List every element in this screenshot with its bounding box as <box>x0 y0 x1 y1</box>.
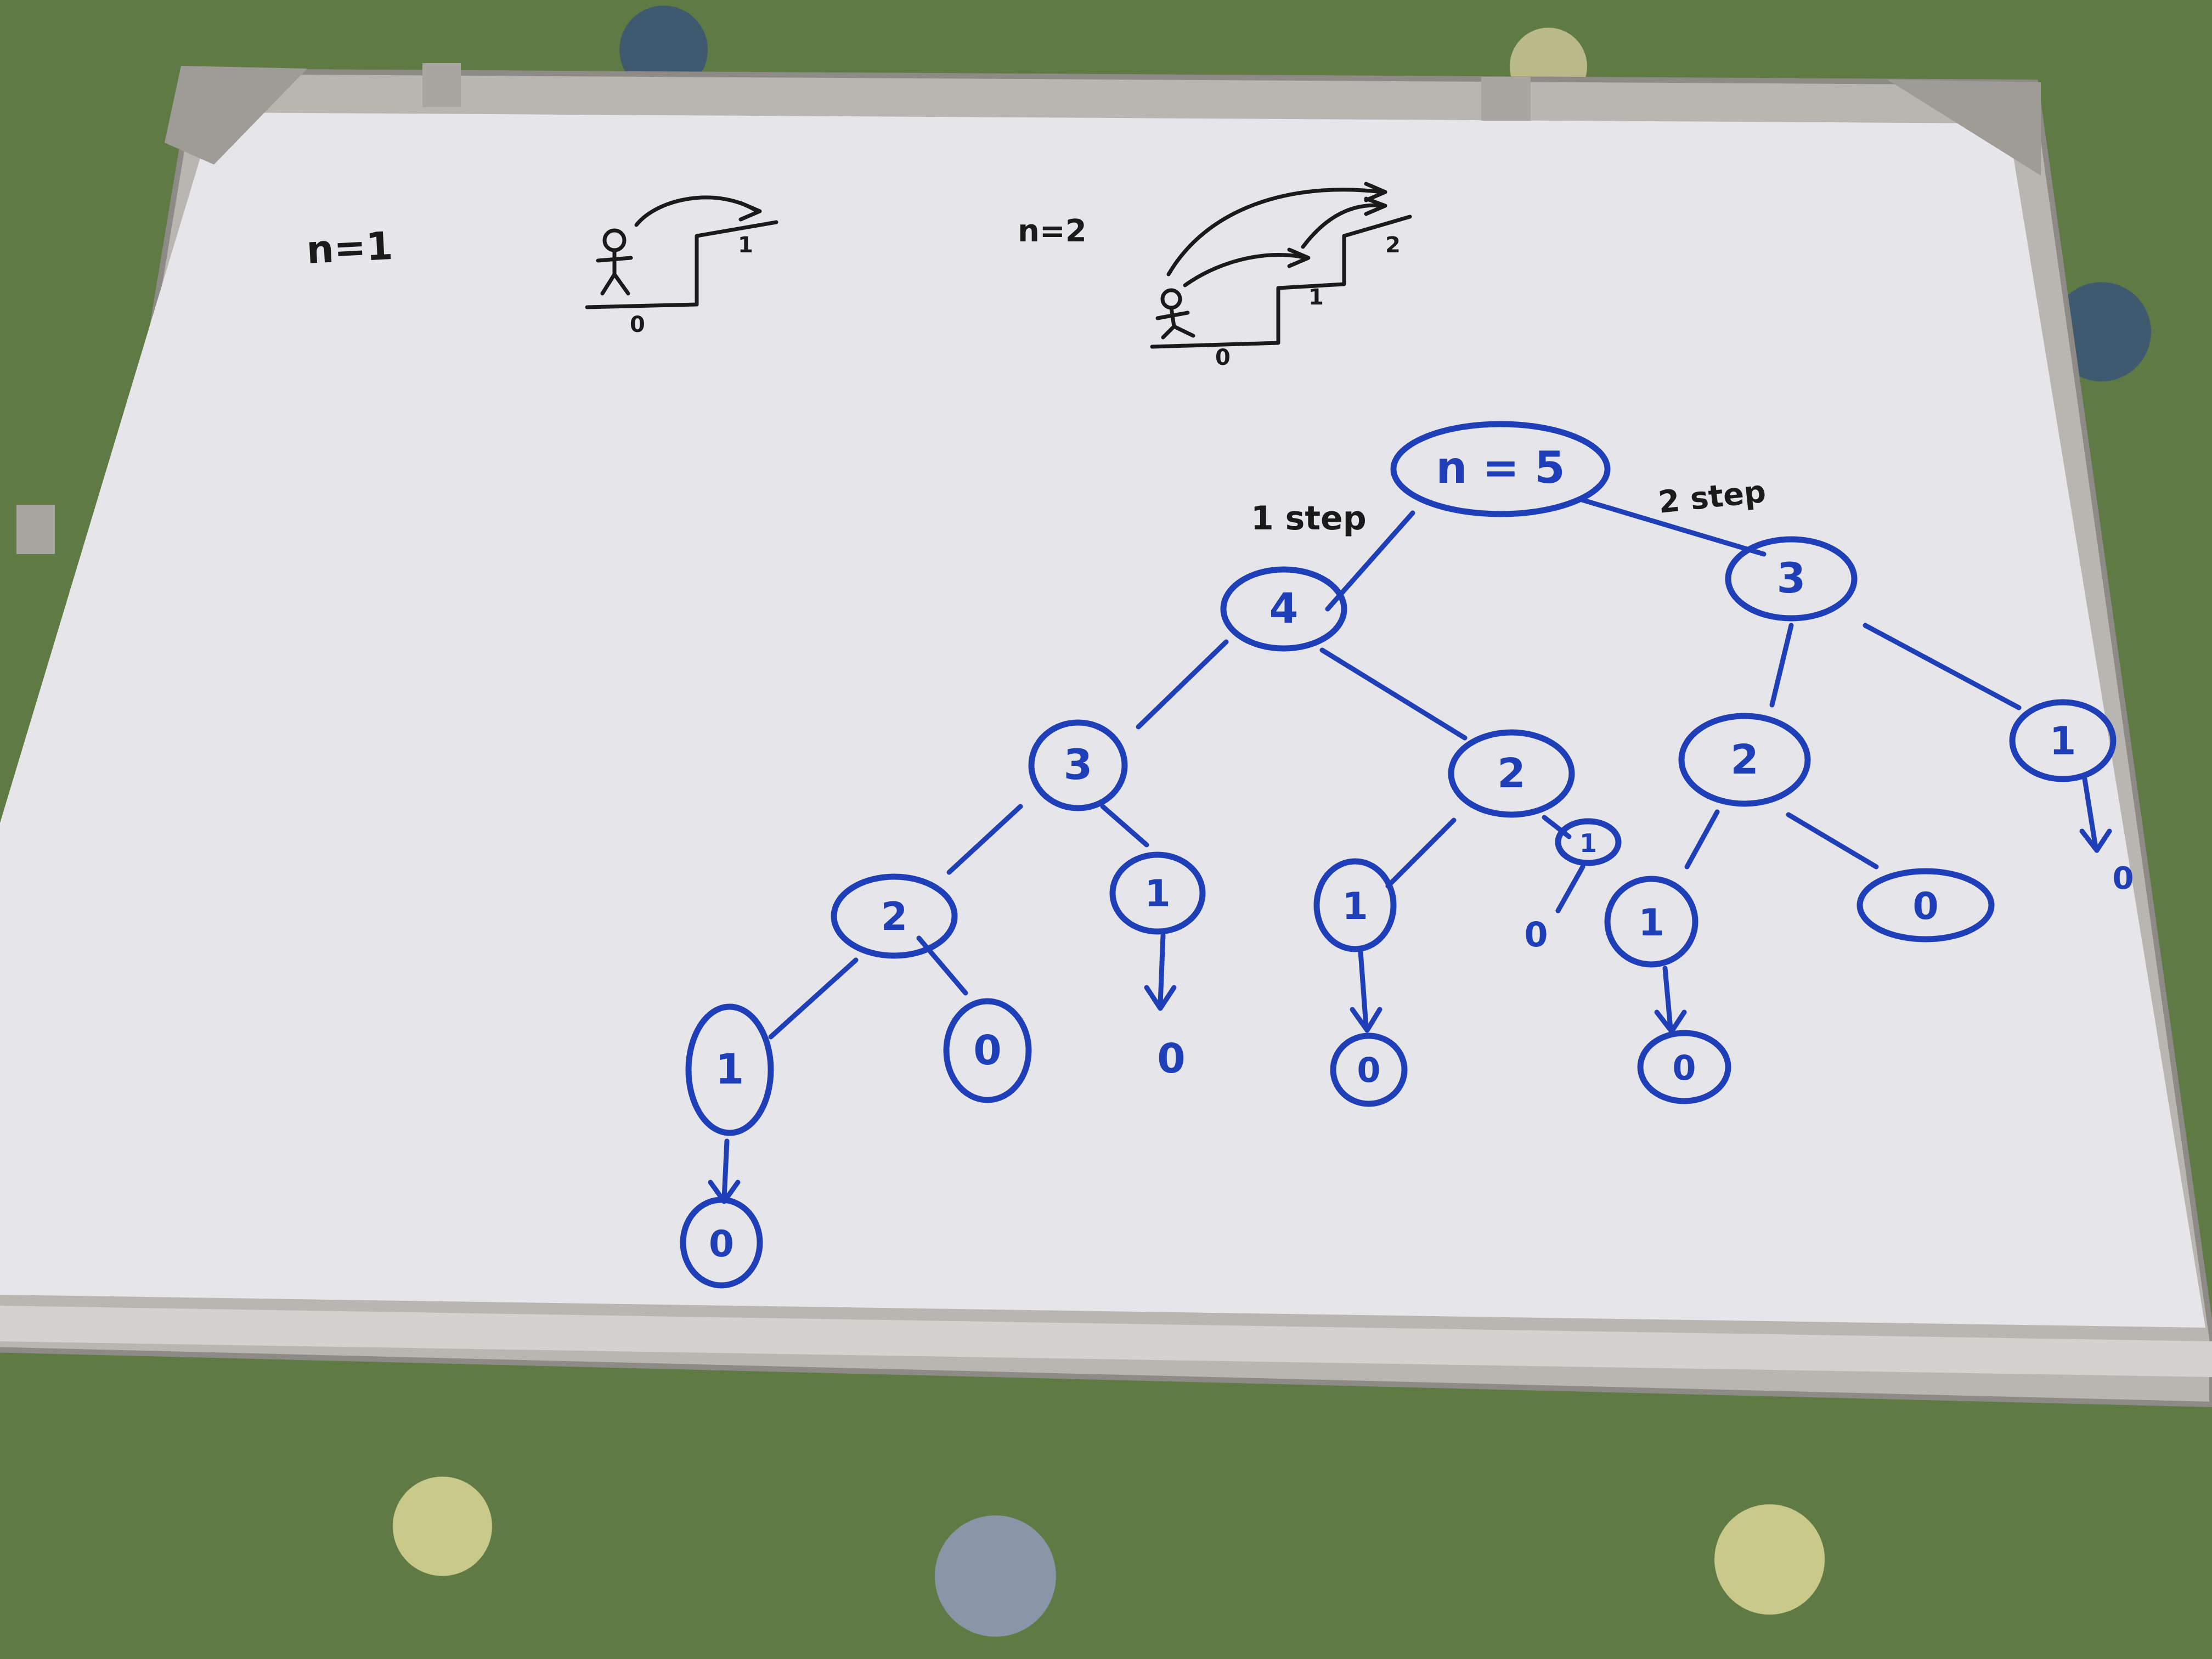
tree-node-0: 0 <box>1637 1030 1731 1104</box>
tree-node-3-right: 3 <box>1725 536 1858 622</box>
case2-stair-drawing <box>1150 182 1412 349</box>
svg-text:1: 1 <box>1579 828 1597 858</box>
tree-arrows <box>708 776 2112 1204</box>
svg-text:1: 1 <box>1638 901 1664 945</box>
svg-text:1: 1 <box>715 1045 744 1093</box>
board-surface <box>0 112 2205 1328</box>
tree-node-1: 1 <box>1109 851 1206 935</box>
case2-step-bottom: 0 <box>1215 345 1231 370</box>
svg-text:0: 0 <box>709 1223 734 1265</box>
tree-node-root: n = 5 <box>1390 421 1611 517</box>
svg-text:0: 0 <box>1357 1050 1380 1090</box>
tree-node-1: 1 <box>1313 858 1397 952</box>
tree-leaf-0: 0 <box>1157 1035 1186 1082</box>
tree-node-1: 1 <box>1555 818 1622 866</box>
svg-text:1: 1 <box>1342 885 1368 928</box>
svg-text:0: 0 <box>1912 885 1938 928</box>
tree-node-3-left: 3 <box>1028 719 1128 811</box>
tree-node-0: 0 <box>1330 1032 1408 1107</box>
svg-text:0: 0 <box>973 1027 1002 1074</box>
tree-node-1: 1 <box>1604 876 1699 968</box>
svg-text:2: 2 <box>1497 750 1526 797</box>
svg-text:2: 2 <box>1730 736 1759 783</box>
case2-step-top: 2 <box>1385 233 1401 258</box>
svg-text:3: 3 <box>1777 554 1806 602</box>
tree-edges <box>768 496 2022 1040</box>
edge-label-1-step: 1 step <box>1251 499 1367 538</box>
svg-text:1: 1 <box>2050 719 2076 764</box>
case2-step-mid: 1 <box>1308 285 1324 310</box>
frame-clip <box>1481 77 1531 121</box>
tree-node-2: 2 <box>831 873 958 959</box>
tree-node-0: 0 <box>1857 868 1995 943</box>
frame-clip <box>16 505 55 554</box>
case2-label: n=2 <box>1018 213 1087 249</box>
svg-text:3: 3 <box>1064 740 1093 789</box>
svg-text:n = 5: n = 5 <box>1436 442 1565 493</box>
case1-step-bottom: 0 <box>630 312 645 337</box>
case1-step-top: 1 <box>738 233 753 258</box>
svg-text:0: 0 <box>1672 1048 1696 1088</box>
tree-node-1: 1 <box>2009 699 2117 782</box>
frame-corner <box>1887 80 2041 176</box>
tree-node-0: 0 <box>680 1197 763 1289</box>
tree-node-2: 2 <box>1448 729 1575 818</box>
case1-label: n=1 <box>306 223 394 273</box>
svg-text:4: 4 <box>1269 584 1299 633</box>
svg-text:2: 2 <box>881 894 908 939</box>
board-bottom-rail <box>0 1306 2212 1377</box>
frame-clip <box>422 63 461 107</box>
tree-node-4: 4 <box>1220 566 1347 652</box>
tree-node-0: 0 <box>943 998 1032 1103</box>
frame-corner <box>165 66 307 165</box>
stick-figure-icon <box>596 228 633 296</box>
tree-node-1: 1 <box>685 1003 774 1136</box>
svg-text:1: 1 <box>1144 872 1170 916</box>
tree-leaf-0: 0 <box>2113 861 2134 896</box>
stick-figure-icon <box>1155 288 1195 340</box>
tree-node-2: 2 <box>1678 713 1811 807</box>
tree-leaf-0: 0 <box>1524 915 1548 955</box>
case1-stair-drawing <box>585 195 778 309</box>
